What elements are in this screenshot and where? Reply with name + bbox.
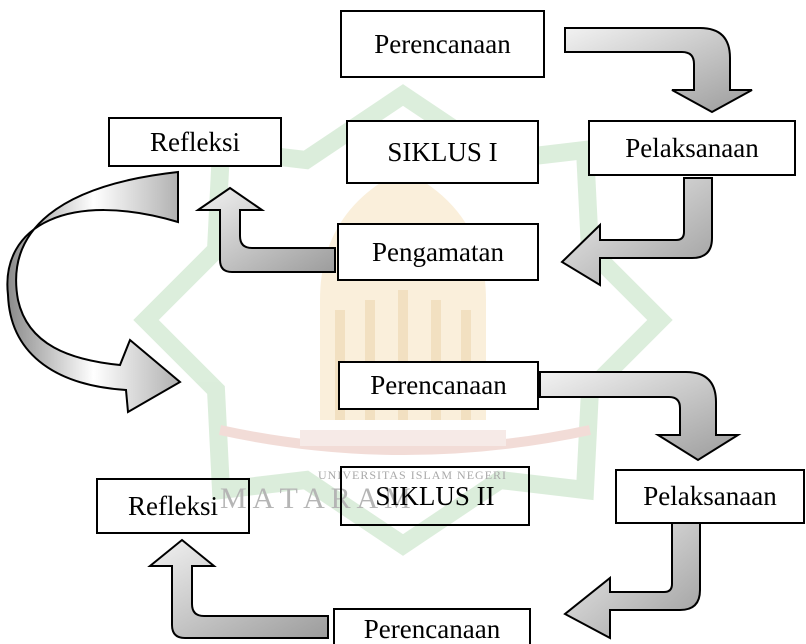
- box-refleksi-1: Refleksi: [108, 117, 282, 167]
- arrow-observe-to-reflect-1: [194, 186, 336, 273]
- box-pengamatan-1: Pengamatan: [337, 223, 539, 281]
- arrow-cycle-transition: [6, 170, 182, 414]
- box-siklus-1-label: SIKLUS I: [346, 120, 539, 184]
- box-siklus-2-label: SIKLUS II: [340, 466, 530, 526]
- arrow-plan-to-act-1: [564, 27, 753, 114]
- watermark-city: M A T A R A M: [220, 482, 411, 515]
- box-pelaksanaan-2: Pelaksanaan: [615, 469, 805, 524]
- box-refleksi-2: Refleksi: [96, 478, 250, 534]
- arrow-act-to-observe-1: [560, 177, 713, 287]
- box-pengamatan-2: Perencanaan: [333, 608, 531, 644]
- box-perencanaan-1: Perencanaan: [340, 10, 545, 78]
- arrow-act-to-observe-2: [563, 521, 701, 640]
- arrow-plan-to-act-2: [539, 371, 742, 462]
- arrow-observe-to-reflect-2: [147, 538, 329, 639]
- box-perencanaan-2: Perencanaan: [338, 361, 539, 410]
- watermark-institution: UNIVERSITAS ISLAM NEGERI: [318, 468, 508, 482]
- box-pelaksanaan-1: Pelaksanaan: [588, 120, 796, 176]
